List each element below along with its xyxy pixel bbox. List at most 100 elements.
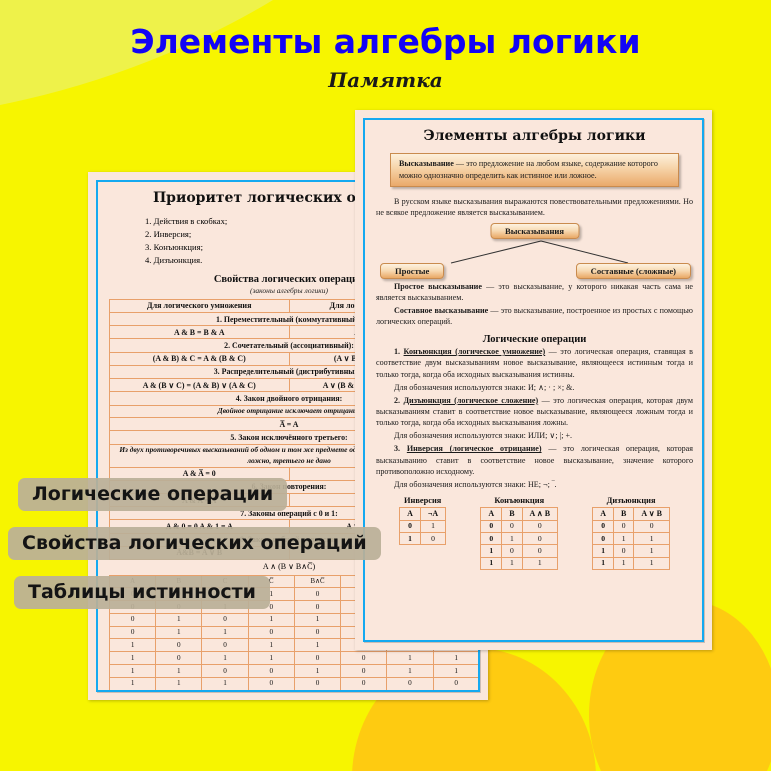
big-table-cell: 0 bbox=[293, 625, 342, 640]
big-table-cell: 0 bbox=[108, 612, 157, 627]
truth-table-cell: 1 bbox=[633, 544, 670, 558]
big-table-cell: 1 bbox=[155, 676, 203, 690]
overlay-label-logical-operations[interactable]: Логические операции bbox=[18, 478, 288, 511]
big-table-cell: 0 bbox=[247, 664, 295, 678]
truth-table-cell: 0 bbox=[592, 519, 615, 534]
big-table-cell: 1 bbox=[201, 651, 249, 666]
truth-table-cell: 0 bbox=[501, 544, 523, 558]
truth-table-header: B bbox=[613, 507, 635, 521]
truth-table-cell: 1 bbox=[633, 532, 670, 546]
truth-table-cell: 1 bbox=[613, 532, 635, 546]
tree-node-simple: Простые bbox=[380, 262, 445, 279]
truth-table-cell: 0 bbox=[399, 519, 421, 534]
truth-table-cell: 0 bbox=[501, 519, 523, 534]
overlay-label-truth-tables[interactable]: Таблицы истинности bbox=[14, 576, 270, 609]
big-table-cell: 1 bbox=[247, 638, 295, 653]
tree-node-root: Высказывания bbox=[489, 222, 580, 239]
truth-table-cell: 1 bbox=[480, 544, 503, 558]
big-table-cell: 0 bbox=[247, 676, 295, 690]
statement-definition-text: — это предложение на любом языке, содерж… bbox=[399, 159, 658, 181]
truth-table-cell: 1 bbox=[633, 556, 670, 570]
big-table-cell: 0 bbox=[293, 587, 342, 602]
big-table-cell: 1 bbox=[201, 625, 249, 640]
truth-table-header: A bbox=[399, 507, 421, 521]
truth-table-cell: 1 bbox=[501, 532, 523, 546]
laws-column-header: Для логического умножения bbox=[109, 298, 290, 314]
big-table-cell: 0 bbox=[247, 625, 295, 640]
big-table-cell: 1 bbox=[155, 625, 203, 640]
truth-table-cell: 0 bbox=[480, 532, 503, 546]
big-table-cell: 1 bbox=[108, 638, 157, 653]
compound-statement-lead: Составное высказывание bbox=[394, 305, 489, 315]
properties-subheading: (законы алгебры логики) bbox=[249, 285, 329, 295]
page-title: Элементы алгебры логики bbox=[130, 22, 641, 61]
compound-statement-text: — это высказывание, построенное из прост… bbox=[376, 305, 693, 327]
big-table-cell: 0 bbox=[340, 676, 388, 690]
statement-definition-lead: Высказывание bbox=[399, 159, 454, 168]
priority-item: 1. Действия в скобках; bbox=[145, 216, 228, 226]
truth-table-cell: 1 bbox=[480, 556, 503, 570]
big-table-cell: 1 bbox=[108, 676, 157, 690]
simple-statement-definition: Простое высказывание — это высказывание,… bbox=[376, 281, 693, 303]
truth-table-caption: Дизъюнкция bbox=[606, 496, 656, 506]
truth-table-cell: 0 bbox=[592, 532, 615, 546]
operation-body: — это логическая операция, ставящая в со… bbox=[376, 347, 693, 379]
big-table-cell: 0 bbox=[201, 638, 249, 653]
law-formula: (A & B) & C = A & (B & C) bbox=[109, 351, 290, 366]
big-table-cell: 1 bbox=[108, 651, 157, 666]
truth-table-caption: Конъюнкция bbox=[494, 496, 545, 506]
truth-table-cell: 1 bbox=[501, 556, 523, 570]
big-table-cell: 0 bbox=[340, 664, 388, 678]
big-table-cell: 1 bbox=[247, 651, 295, 666]
big-table-cell: 0 bbox=[340, 651, 388, 666]
operation-number: 1. bbox=[394, 347, 404, 357]
operation-number: 3. bbox=[394, 444, 407, 454]
document-right-concepts[interactable]: Элементы алгебры логики Высказывание — э… bbox=[355, 110, 712, 650]
intro-paragraph: В русском языке высказывания выражаются … bbox=[376, 197, 693, 218]
big-table-header: B∧C̅ bbox=[293, 575, 342, 589]
operation-definition: 1. Конъюнкция (логическое умножение) — э… bbox=[376, 346, 693, 379]
truth-table-header: A bbox=[480, 507, 503, 521]
big-table-cell: 1 bbox=[108, 664, 157, 678]
big-table-cell: 0 bbox=[293, 676, 342, 690]
operation-signs: Для обозначения используются знаки: И; ∧… bbox=[394, 382, 575, 392]
document-right-content: Элементы алгебры логики Высказывание — э… bbox=[376, 128, 693, 570]
truth-table-cell: 0 bbox=[521, 532, 559, 546]
truth-table-header: A ∧ B bbox=[521, 507, 559, 521]
big-table-cell: 1 bbox=[432, 651, 478, 666]
table-row: A¬A bbox=[399, 507, 447, 521]
priority-item: 2. Инверсия; bbox=[145, 228, 192, 239]
big-table-cell: 1 bbox=[293, 612, 342, 627]
tree-node-compound: Составные (сложные) bbox=[575, 262, 691, 279]
truth-table-cell: 1 bbox=[592, 544, 615, 558]
simple-statement-lead: Простое высказывание bbox=[394, 281, 482, 291]
law-formula: A & (B ∨ C) = (A & B) ∨ (A & C) bbox=[109, 378, 290, 393]
truth-table-cell: 1 bbox=[613, 556, 635, 570]
operation-definition: 3. Инверсия (логическое отрицание) — это… bbox=[376, 443, 693, 476]
truth-table-cell: 0 bbox=[480, 519, 503, 534]
big-table-cell: 1 bbox=[293, 664, 342, 678]
truth-table-cell: 1 bbox=[399, 532, 421, 546]
overlay-label-properties[interactable]: Свойства логических операций bbox=[8, 527, 381, 560]
big-table-cell: 1 bbox=[386, 651, 434, 666]
operation-name: Конъюнкция (логическое умножение) bbox=[403, 347, 546, 357]
truth-table-cell: 0 bbox=[521, 544, 559, 558]
compound-statement-definition: Составное высказывание — это высказывани… bbox=[376, 305, 693, 327]
priority-item: 3. Конъюнкция; bbox=[145, 241, 203, 252]
operations-list: 1. Конъюнкция (логическое умножение) — э… bbox=[376, 346, 693, 490]
